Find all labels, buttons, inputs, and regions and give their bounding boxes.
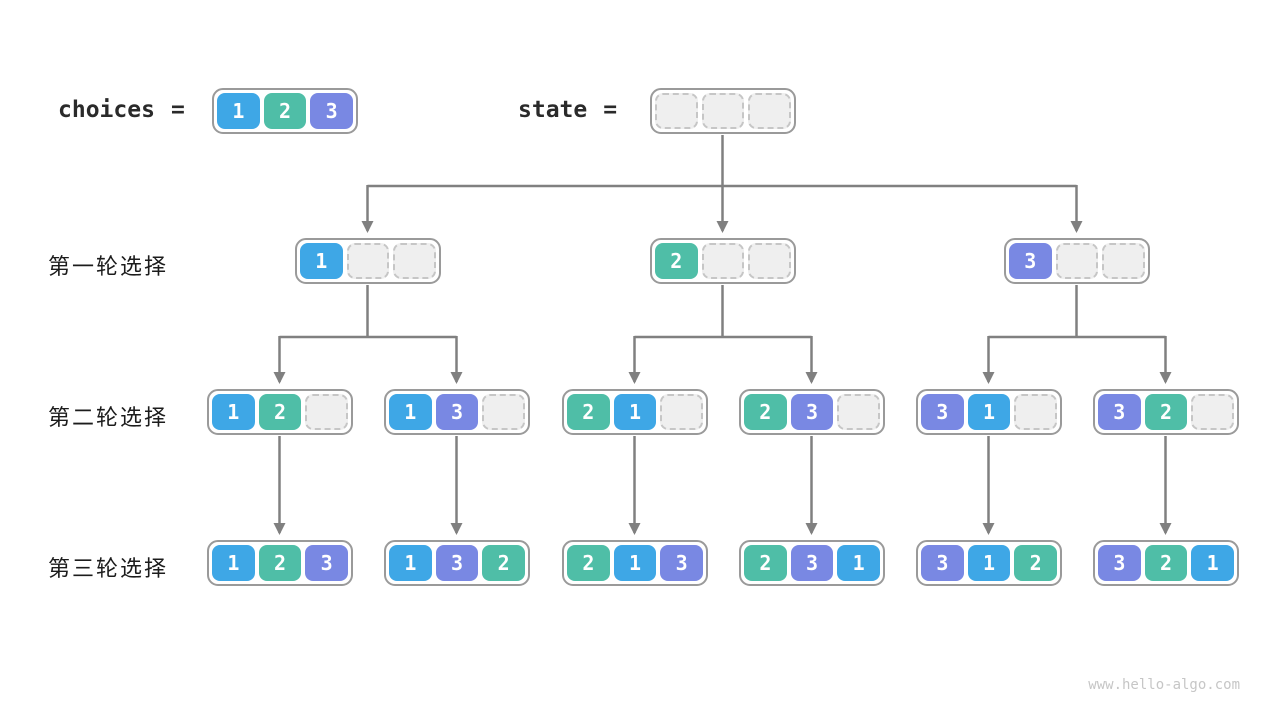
round2-state-box: 3 2 — [1093, 389, 1239, 435]
state-cell: 2 — [1144, 394, 1188, 430]
round2-state-box: 1 2 — [207, 389, 353, 435]
state-cell — [1191, 394, 1234, 430]
state-cell — [655, 93, 698, 129]
round3-state-box: 1 3 2 — [384, 540, 530, 586]
state-cell — [393, 243, 436, 279]
round3-state-box: 2 3 1 — [739, 540, 885, 586]
state-cell: 3 — [660, 545, 704, 581]
state-cell — [1102, 243, 1145, 279]
round1-label: 第一轮选择 — [48, 254, 169, 279]
state-cell: 1 — [967, 545, 1011, 581]
round1-state-box: 2 — [650, 238, 796, 284]
state-equals-sign: = — [603, 97, 618, 123]
state-cell: 2 — [258, 394, 302, 430]
state-label: state = — [518, 97, 617, 123]
state-cell: 2 — [482, 545, 526, 581]
arrows-round1-to-round2 — [273, 285, 1172, 384]
state-cell — [748, 93, 792, 129]
state-cell: 3 — [790, 394, 834, 430]
state-cell — [305, 394, 348, 430]
state-cell — [837, 394, 880, 430]
state-cell: 1 — [967, 394, 1011, 430]
state-label-text: state — [518, 97, 588, 123]
state-cell: 1 — [613, 394, 657, 430]
state-cell: 1 — [389, 394, 432, 430]
arrows-state-to-round1 — [361, 135, 1083, 233]
state-cell: 1 — [613, 545, 657, 581]
state-cell: 3 — [435, 545, 479, 581]
state-cell: 2 — [258, 545, 302, 581]
state-cell: 3 — [435, 394, 479, 430]
round3-label: 第三轮选择 — [48, 556, 169, 581]
state-cell: 3 — [790, 545, 834, 581]
state-cell — [701, 243, 745, 279]
state-cell: 1 — [389, 545, 432, 581]
state-cell: 3 — [1009, 243, 1052, 279]
round2-state-box: 2 1 — [562, 389, 708, 435]
choices-equals-sign: = — [170, 97, 185, 123]
state-cell: 2 — [744, 394, 787, 430]
state-cell: 2 — [1144, 545, 1188, 581]
state-cell: 1 — [212, 394, 255, 430]
choices-cell: 2 — [263, 93, 307, 129]
state-cell: 1 — [300, 243, 343, 279]
round2-state-box: 3 1 — [916, 389, 1062, 435]
round2-state-box: 1 3 — [384, 389, 530, 435]
state-cell: 1 — [212, 545, 255, 581]
state-cell: 2 — [1014, 545, 1058, 581]
state-cell: 3 — [1098, 545, 1141, 581]
arrows-round2-to-round3 — [273, 436, 1172, 535]
choices-cell: 3 — [310, 93, 354, 129]
watermark: www.hello-algo.com — [1088, 677, 1240, 693]
round1-state-box: 3 — [1004, 238, 1150, 284]
state-cell: 2 — [655, 243, 698, 279]
state-cell — [1014, 394, 1057, 430]
state-cell: 3 — [921, 394, 964, 430]
state-cell — [346, 243, 390, 279]
state-cell — [701, 93, 745, 129]
round2-label: 第二轮选择 — [48, 405, 169, 430]
round1-state-box: 1 — [295, 238, 441, 284]
round3-state-box: 3 1 2 — [916, 540, 1062, 586]
round3-state-box: 3 2 1 — [1093, 540, 1239, 586]
state-cell: 3 — [921, 545, 964, 581]
state-cell: 2 — [567, 545, 610, 581]
state-cell — [660, 394, 703, 430]
state-cell: 1 — [837, 545, 881, 581]
choices-box: 1 2 3 — [212, 88, 358, 134]
state-cell: 1 — [1191, 545, 1235, 581]
state-cell — [482, 394, 525, 430]
round3-state-box: 1 2 3 — [207, 540, 353, 586]
choices-cell: 1 — [217, 93, 260, 129]
state-cell — [1055, 243, 1099, 279]
choices-label-text: choices — [58, 97, 155, 123]
state-box — [650, 88, 796, 134]
round3-state-box: 2 1 3 — [562, 540, 708, 586]
state-cell: 2 — [744, 545, 787, 581]
state-cell: 2 — [567, 394, 610, 430]
round2-state-box: 2 3 — [739, 389, 885, 435]
choices-label: choices = — [58, 97, 185, 123]
state-cell: 3 — [305, 545, 349, 581]
state-cell — [748, 243, 791, 279]
state-cell: 3 — [1098, 394, 1141, 430]
